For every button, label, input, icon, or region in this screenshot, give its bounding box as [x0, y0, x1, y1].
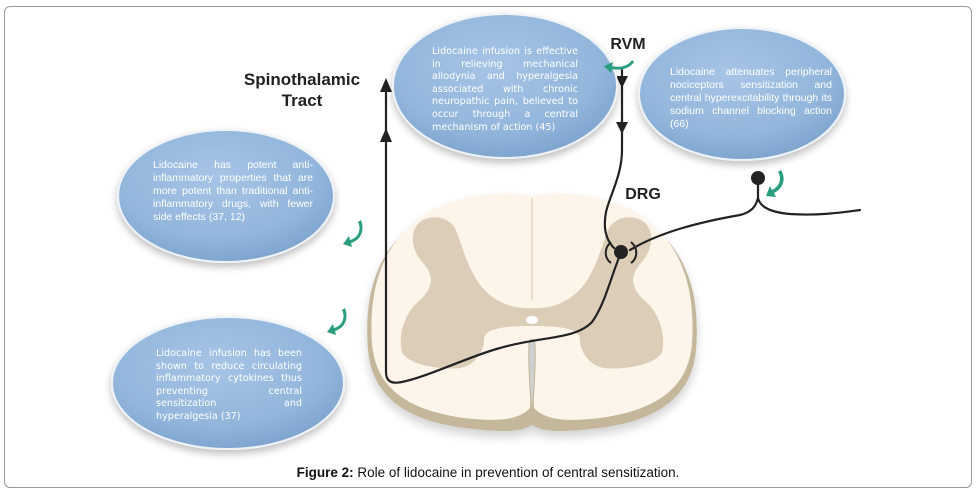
synapse-dot-icon: [614, 245, 628, 259]
bubble-text-central-mechanism: Lidocaine infusion is effective in relie…: [432, 46, 578, 133]
spinothalamic-label-line1: Spinothalamic: [243, 70, 361, 89]
gray-matter: [400, 217, 664, 369]
bubble-text-cytokines: Lidocaine infusion has been shown to red…: [156, 348, 302, 422]
teal-arrows: [327, 60, 784, 335]
bubble-cytokines: [111, 316, 345, 450]
teal-arrow-inflammation-icon: [343, 220, 363, 247]
spinothalamic-label-line2: Tract: [281, 91, 323, 110]
bubble-central-mechanism: [392, 13, 618, 159]
bubble-anti-inflammatory: [117, 129, 335, 263]
rvm-label: RVM: [610, 36, 646, 53]
nerve-pathways: [384, 68, 862, 384]
nociceptor-terminal-icon: [751, 171, 765, 185]
bubble-text-anti-inflammatory: Lidocaine has potent anti-inflammatory p…: [153, 159, 313, 223]
drg-label: DRG: [625, 186, 661, 203]
figure-caption: Figure 2: Role of lidocaine in preventio…: [0, 465, 976, 480]
arrowhead-up-icon: [380, 128, 392, 142]
bubble-peripheral-sodium-channel: [638, 27, 846, 161]
arrowhead-up-icon: [380, 78, 392, 92]
drg-synapse: [604, 241, 638, 264]
spinothalamic-pathway: [384, 82, 622, 384]
synapse-bracket-right: [630, 241, 638, 264]
teal-arrow-rvm-icon: [604, 60, 634, 73]
teal-arrow-cytokine-icon: [327, 308, 347, 335]
rvm-descending-pathway: [603, 68, 624, 250]
spinal-cord-cross-section: [367, 193, 697, 432]
figure-caption-prefix: Figure 2:: [296, 465, 354, 480]
spinothalamic-tract-label: Spinothalamic Tract: [232, 69, 372, 111]
bubble-text-peripheral-sodium-channel: Lidocaine attenuates peripheral nocicept…: [670, 66, 832, 130]
anterior-median-fissure: [528, 339, 536, 413]
teal-arrow-nociceptor-icon: [766, 170, 784, 197]
figure-caption-text: Role of lidocaine in prevention of centr…: [353, 465, 680, 480]
central-canal: [526, 316, 538, 324]
arrowhead-down-icon: [616, 76, 628, 88]
synapse-bracket-left: [604, 241, 612, 264]
arrowhead-down-icon: [616, 122, 628, 134]
